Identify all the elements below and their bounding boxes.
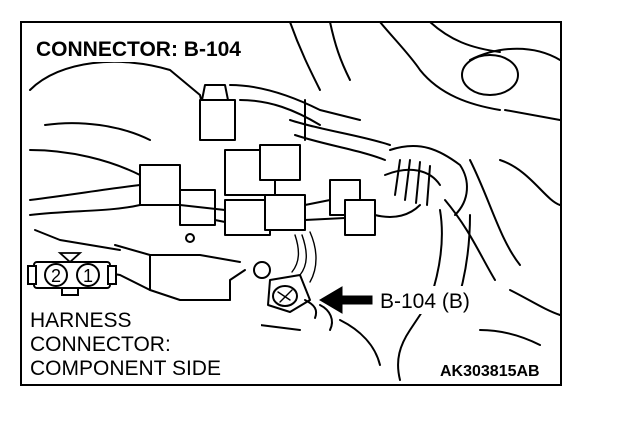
harness-label-line-3: COMPONENT SIDE <box>30 357 221 380</box>
harness-label-line-1: HARNESS <box>30 309 132 332</box>
harness-connector-symbol: 2 1 <box>27 252 117 296</box>
callout-backdrop <box>376 286 494 314</box>
pin-1 <box>76 263 100 287</box>
pin-2-label: 2 <box>51 266 61 286</box>
harness-label-line-2: CONNECTOR: <box>30 333 171 356</box>
pin-1-label: 1 <box>83 266 93 286</box>
callout-arrow <box>319 286 373 314</box>
title-backdrop <box>30 32 280 62</box>
callout-label: B-104 (B) <box>380 290 470 313</box>
harness-label-backdrop <box>26 306 261 378</box>
diagram-title: CONNECTOR: B-104 <box>36 38 241 61</box>
figure-code-backdrop <box>436 358 558 380</box>
pin-2 <box>44 263 68 287</box>
figure-code: AK303815AB <box>440 363 540 380</box>
